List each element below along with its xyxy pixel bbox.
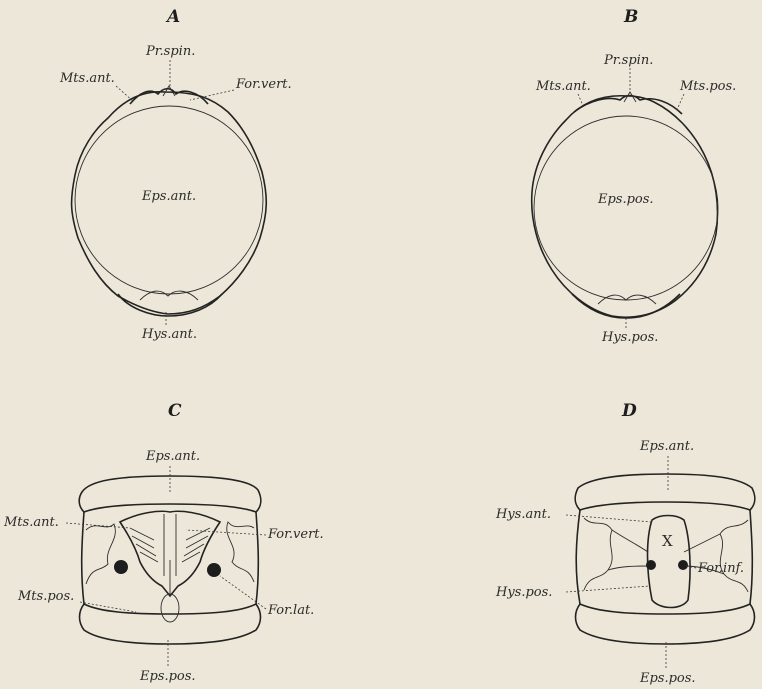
panel-d-inferior-foramen-left — [646, 560, 656, 570]
panel-b-leader-mts-pos — [676, 94, 684, 112]
panel-b-label-eps-pos: Eps.pos. — [597, 192, 654, 207]
panel-c-lateral-foramen-right — [207, 563, 221, 577]
panel-c-label-for-vert: For.vert. — [267, 527, 324, 542]
panel-b-label-mts-ant: Mts.ant. — [535, 79, 591, 94]
panel-b-label-mts-pos: Mts.pos. — [679, 79, 736, 94]
panel-b-neural-spine — [574, 96, 682, 115]
panel-d: D X Eps.ant. Hys.ant. For.inf. Hys.pos. … — [495, 401, 755, 686]
panel-a-label-for-vert: For.vert. — [235, 77, 292, 92]
panel-c-label-mts-pos: Mts.pos. — [17, 589, 74, 604]
panel-c-label-for-lat: For.lat. — [267, 603, 314, 618]
panel-a-label-mts-ant: Mts.ant. — [59, 71, 115, 86]
panel-a-leader-mts-ant — [116, 86, 134, 102]
panel-c-leader-for-lat — [220, 576, 266, 609]
panel-b-hypapophysis-inner — [598, 295, 656, 304]
panel-a-neural-spine — [130, 89, 208, 104]
panel-d-label-x: X — [662, 532, 673, 550]
panel-d-posterior-epiphysis — [576, 604, 755, 644]
panel-b-label-hys-pos: Hys.pos. — [601, 330, 658, 345]
panel-d-label-hys-ant: Hys.ant. — [495, 507, 551, 522]
panel-a-letter: A — [165, 7, 180, 27]
panel-c-hypapophysis-process — [161, 594, 179, 622]
panel-a-hypapophysis-inner — [140, 291, 198, 300]
panel-c: C Eps.ant. Mts.ant. For.vert. Mts.pos. F… — [3, 401, 324, 684]
panel-b-letter: B — [623, 7, 638, 27]
panel-c-letter: C — [168, 401, 182, 421]
panel-c-anterior-epiphysis — [79, 476, 261, 512]
panel-c-posterior-epiphysis — [80, 604, 261, 644]
panel-d-label-hys-pos: Hys.pos. — [495, 585, 552, 600]
panel-d-suture-left — [584, 518, 612, 590]
panel-c-suture-right — [227, 522, 254, 582]
panel-d-label-eps-ant: Eps.ant. — [639, 439, 694, 454]
panel-a-label-eps-ant: Eps.ant. — [141, 189, 196, 204]
panel-c-label-eps-pos: Eps.pos. — [139, 669, 196, 684]
panel-d-suture-right — [720, 520, 748, 592]
panel-b-epiphysis-circle — [534, 116, 718, 300]
panel-d-letter: D — [621, 401, 637, 421]
panel-c-lateral-foramen-left — [114, 560, 128, 574]
panel-d-anterior-epiphysis — [575, 474, 755, 510]
panel-c-label-eps-ant: Eps.ant. — [145, 449, 200, 464]
panel-b-label-pr-spin: Pr.spin. — [603, 53, 653, 68]
panel-c-label-mts-ant: Mts.ant. — [3, 515, 59, 530]
panel-d-label-for-inf: For.inf. — [697, 561, 744, 576]
panel-d-label-eps-pos: Eps.pos. — [639, 671, 696, 686]
panel-d-inferior-foramen-right — [678, 560, 688, 570]
panel-a-label-hys-ant: Hys.ant. — [141, 327, 197, 342]
panel-b: B Pr.spin. Mts.ant. Mts.pos. Eps.pos. Hy… — [532, 7, 737, 345]
panel-a: A Pr.spin. Mts.ant. For.vert. Eps.ant. H… — [59, 7, 292, 342]
panel-b-leader-mts-ant — [578, 94, 584, 108]
panel-c-suture-left — [86, 524, 115, 584]
panel-a-label-pr-spin: Pr.spin. — [145, 44, 195, 59]
